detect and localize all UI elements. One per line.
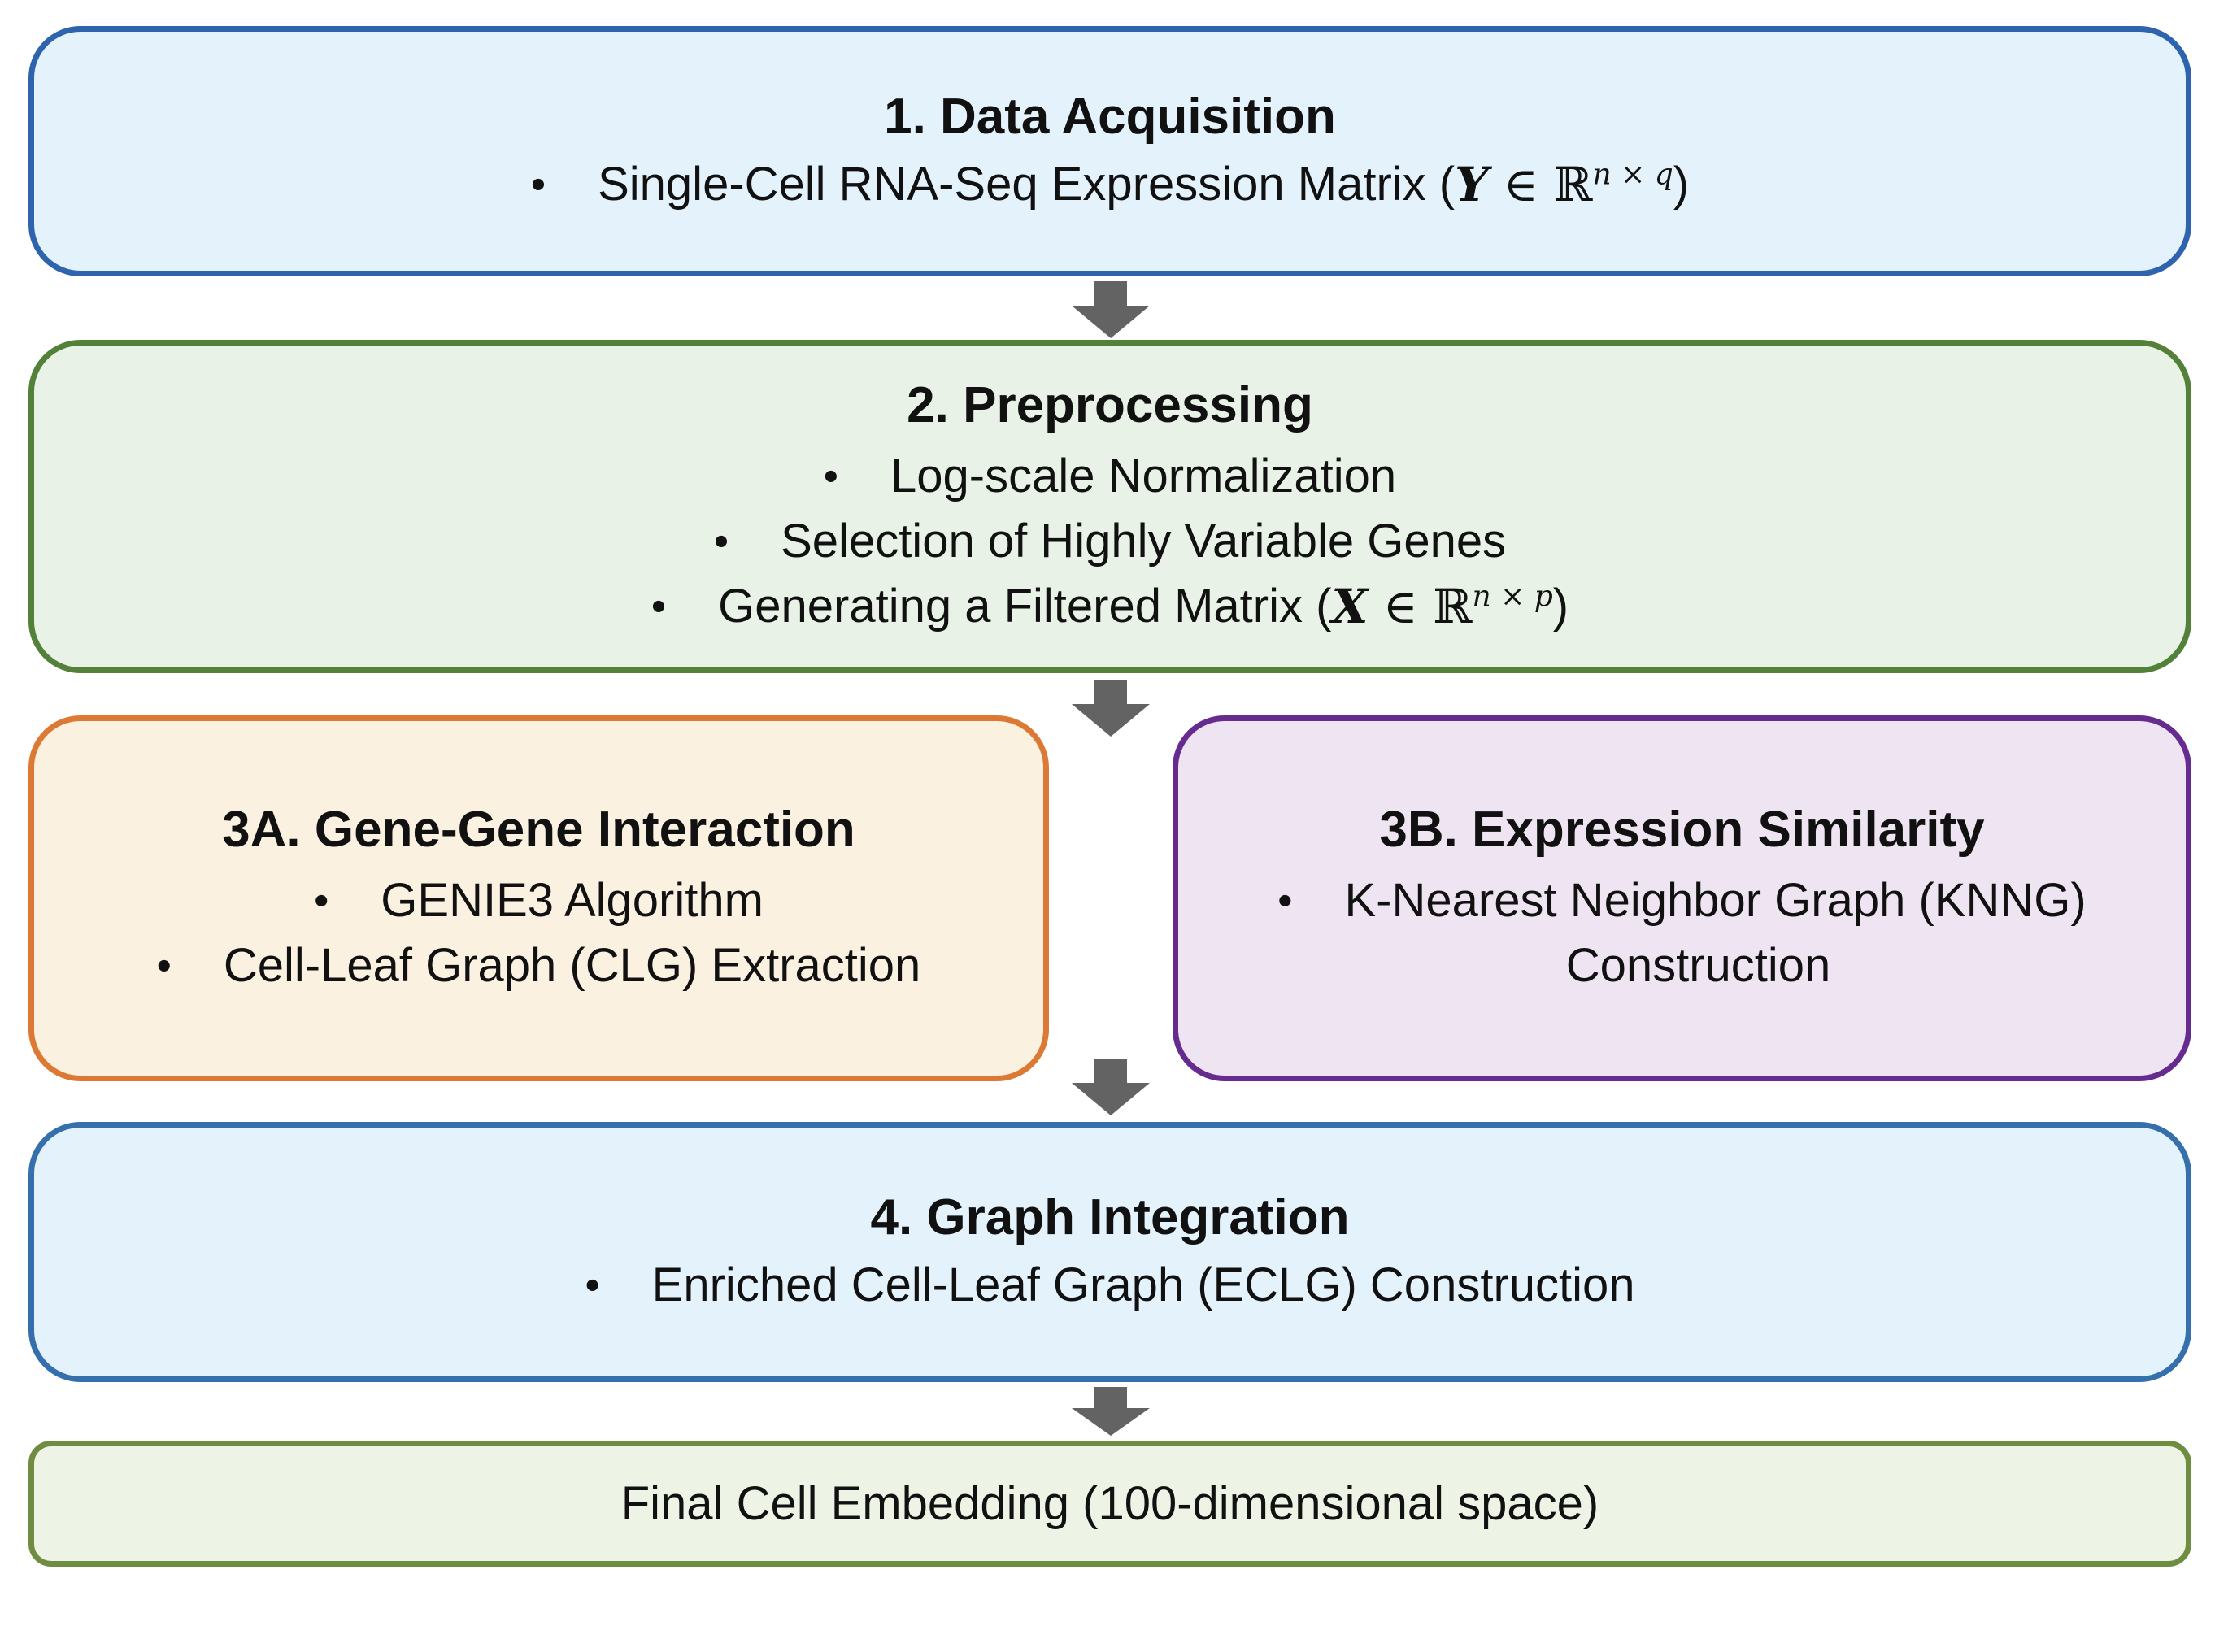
step2-math-close: ) bbox=[1552, 579, 1569, 633]
step1-math-in: ∈ ℝ bbox=[1488, 156, 1593, 212]
bullet-icon: • bbox=[585, 1261, 600, 1309]
step2-title: 2. Preprocessing bbox=[907, 377, 1313, 434]
bullet-icon: • bbox=[823, 452, 839, 500]
down-arrow-icon bbox=[1072, 1059, 1150, 1115]
step3b-bullet-text: K-Nearest Neighbor Graph (KNNG) bbox=[1344, 873, 2087, 927]
step-expression-similarity: 3B. Expression Similarity • K-Nearest Ne… bbox=[1173, 715, 2191, 1081]
step-preprocessing: 2. Preprocessing • Log-scale Normalizati… bbox=[28, 340, 2191, 673]
step-final-cell-embedding: Final Cell Embedding (100-dimensional sp… bbox=[28, 1441, 2191, 1567]
step1-math-sup: n × q bbox=[1592, 158, 1673, 192]
step3b-title: 3B. Expression Similarity bbox=[1379, 802, 1985, 859]
step4-title: 4. Graph Integration bbox=[870, 1189, 1350, 1246]
bullet-icon: • bbox=[156, 941, 172, 989]
bullet-icon: • bbox=[713, 517, 729, 565]
down-arrow-icon bbox=[1072, 1387, 1150, 1444]
step2-math-in: ∈ ℝ bbox=[1368, 578, 1473, 634]
step2-bullet: • Log-scale Normalization bbox=[824, 444, 1396, 509]
step3b-bullet-continuation: Construction bbox=[1565, 938, 1831, 992]
step5-label: Final Cell Embedding (100-dimensional sp… bbox=[620, 1476, 1599, 1530]
step2-bullet-text: Selection of Highly Variable Genes bbox=[781, 514, 1507, 567]
bullet-icon: • bbox=[1277, 876, 1293, 924]
down-arrow-icon bbox=[1072, 281, 1150, 338]
step3b-bullet: • K-Nearest Neighbor Graph (KNNG) bbox=[1277, 868, 2086, 933]
step2-math-sup: n × p bbox=[1472, 580, 1553, 614]
step2-math-var: X bbox=[1331, 578, 1369, 634]
step3a-bullet-text: Cell-Leaf Graph (CLG) Extraction bbox=[223, 938, 921, 992]
step4-bullet: • Enriched Cell-Leaf Graph (ECLG) Constr… bbox=[585, 1253, 1634, 1318]
step2-bullet: • Generating a Filtered Matrix ( X ∈ ℝn … bbox=[651, 574, 1569, 639]
step3a-bullet: • Cell-Leaf Graph (CLG) Extraction bbox=[157, 933, 921, 998]
step3a-bullet: • GENIE3 Algorithm bbox=[314, 868, 764, 933]
step-graph-integration: 4. Graph Integration • Enriched Cell-Lea… bbox=[28, 1122, 2191, 1382]
step3a-title: 3A. Gene-Gene Interaction bbox=[222, 802, 855, 859]
bullet-icon: • bbox=[651, 582, 667, 630]
step2-math: X ∈ ℝn × p bbox=[1331, 574, 1552, 639]
step1-bullet: • Single-Cell RNA-Seq Expression Matrix … bbox=[531, 152, 1689, 217]
bullet-icon: • bbox=[314, 876, 329, 924]
step1-bullet-text: Single-Cell RNA-Seq Expression Matrix ( bbox=[598, 157, 1456, 211]
step2-bullet: • Selection of Highly Variable Genes bbox=[714, 509, 1506, 574]
step1-title: 1. Data Acquisition bbox=[884, 89, 1336, 146]
step1-math-var: Y bbox=[1455, 156, 1489, 212]
step1-math-close: ) bbox=[1673, 157, 1690, 211]
step-data-acquisition: 1. Data Acquisition • Single-Cell RNA-Se… bbox=[28, 26, 2191, 276]
step-gene-gene-interaction: 3A. Gene-Gene Interaction • GENIE3 Algor… bbox=[28, 715, 1049, 1081]
step3a-bullet-text: GENIE3 Algorithm bbox=[381, 873, 764, 927]
step4-bullet-text: Enriched Cell-Leaf Graph (ECLG) Construc… bbox=[651, 1258, 1635, 1311]
bullet-icon: • bbox=[530, 160, 546, 208]
step2-bullet-text: Log-scale Normalization bbox=[890, 449, 1397, 502]
step1-math: Y ∈ ℝn × q bbox=[1455, 152, 1673, 217]
down-arrow-icon bbox=[1072, 680, 1150, 737]
step2-bullet-text: Generating a Filtered Matrix ( bbox=[718, 579, 1332, 633]
